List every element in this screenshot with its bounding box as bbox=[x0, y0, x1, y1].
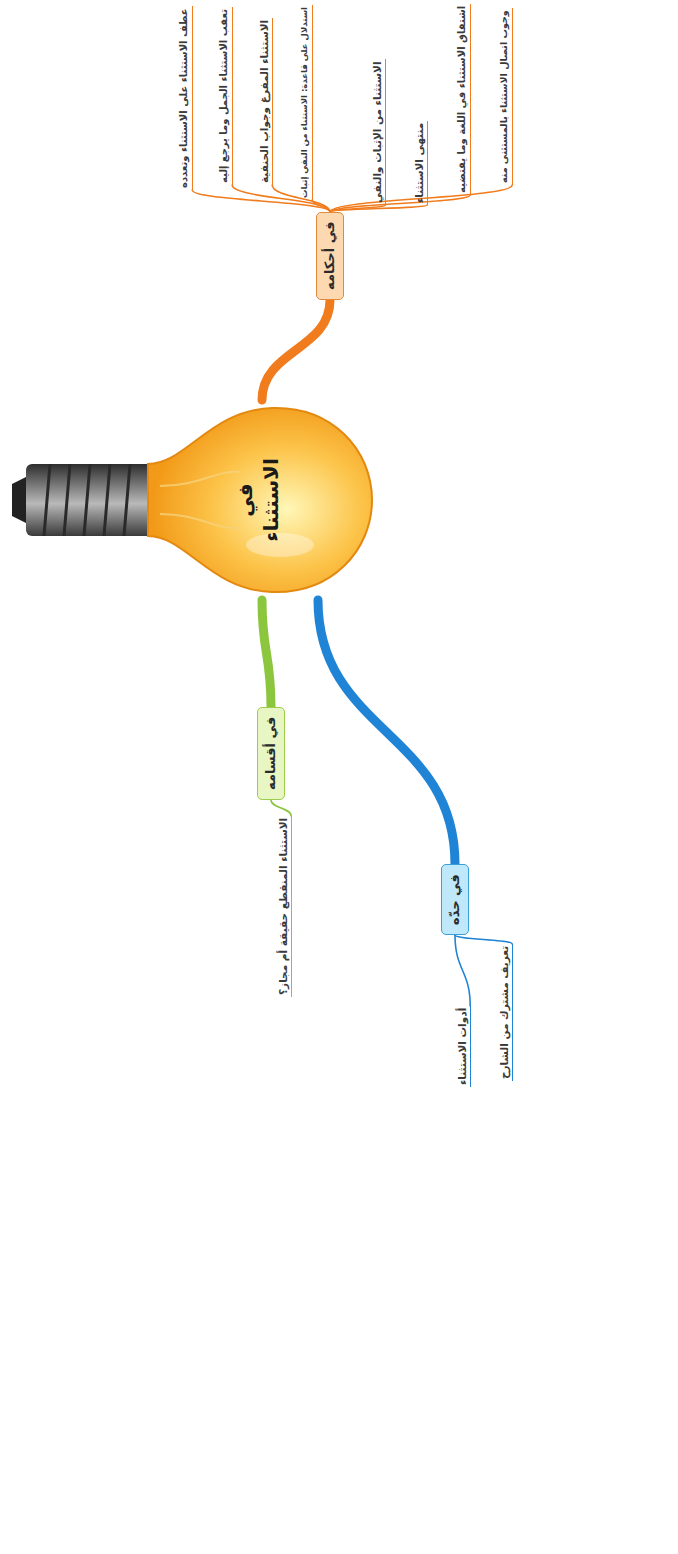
central-topic: في الاستثناء bbox=[10, 400, 375, 600]
bulb-tip bbox=[12, 476, 28, 524]
branch-label: في أحكامه bbox=[322, 222, 337, 290]
leaf-topic: الاستثناء المنقطع حقيقة أم مجاز؟ bbox=[276, 816, 292, 997]
leaf-label: الاستثناء من الإثبات والنفي bbox=[371, 61, 383, 203]
branch-label: في حدّه bbox=[447, 874, 462, 925]
leaf-label: أدوات الاستثناء bbox=[456, 1008, 468, 1085]
leaf-label: اشتقاق الاستثناء في اللغة وما يقتضيه bbox=[456, 6, 467, 193]
leaf-label: الاستثناء المنقطع حقيقة أم مجاز؟ bbox=[277, 818, 289, 995]
branch-box: في حدّه bbox=[441, 864, 469, 935]
leaf-label: وجوب اتصال الاستثناء بالمستثنى منه bbox=[498, 10, 509, 183]
leaf-topic: الاستثناء من الإثبات والنفي bbox=[370, 59, 386, 205]
leaf-topic: وجوب اتصال الاستثناء بالمستثنى منه bbox=[497, 8, 513, 185]
leaf-label: منتهى الاستثناء bbox=[413, 123, 425, 203]
lightbulb-shape bbox=[10, 400, 375, 600]
sub-branch bbox=[271, 800, 291, 816]
leaf-label: تعقب الاستثناء الجمل وما يرجع إليه bbox=[218, 9, 229, 183]
leaf-topic: تعقب الاستثناء الجمل وما يرجع إليه bbox=[217, 7, 233, 185]
branch-label: في أقسامه bbox=[263, 717, 278, 790]
screw-thread bbox=[44, 464, 130, 536]
leaf-topic: منتهى الاستثناء bbox=[412, 121, 428, 205]
sub-branch bbox=[232, 185, 330, 212]
leaf-topic: تعريف مشترك من الشارح bbox=[497, 944, 513, 1081]
bulb-screw bbox=[26, 464, 156, 536]
leaf-topic: استدلال على قاعدة: الاستثناء من النفي إث… bbox=[297, 5, 313, 200]
main-branch bbox=[262, 300, 330, 400]
sub-branch bbox=[312, 200, 330, 212]
sub-branch bbox=[330, 195, 470, 212]
branch-box: في أحكامه bbox=[316, 212, 344, 300]
leaf-topic: الاستثناء المفرغ وجواب الحنفية bbox=[257, 18, 273, 185]
leaf-label: تعريف مشترك من الشارح bbox=[498, 946, 510, 1079]
bulb-filament bbox=[160, 472, 240, 528]
main-branch bbox=[262, 600, 271, 707]
leaf-topic: اشتقاق الاستثناء في اللغة وما يقتضيه bbox=[455, 4, 471, 195]
leaf-label: عطف الاستثناء على الاستثناء وتعدده bbox=[178, 8, 189, 188]
topic-title: في الاستثناء bbox=[232, 452, 284, 548]
bulb-glass bbox=[148, 408, 372, 592]
sub-branch bbox=[455, 935, 470, 1006]
main-branch bbox=[318, 600, 455, 864]
leaf-label: الاستثناء المفرغ وجواب الحنفية bbox=[258, 20, 270, 183]
branch-box: في أقسامه bbox=[257, 707, 285, 800]
leaf-topic: عطف الاستثناء على الاستثناء وتعدده bbox=[177, 6, 193, 190]
sub-branch bbox=[455, 935, 512, 944]
leaf-topic: أدوات الاستثناء bbox=[455, 1006, 471, 1087]
leaf-label: استدلال على قاعدة: الاستثناء من النفي إث… bbox=[299, 7, 309, 198]
